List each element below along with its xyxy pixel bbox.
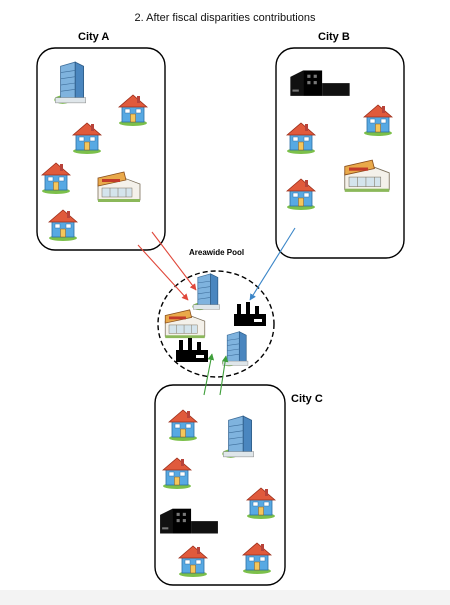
city-c-label: City C: [291, 393, 323, 405]
pool-label: Areawide Pool: [189, 248, 245, 257]
flow-arrow-city-c-to-pool: [219, 355, 229, 396]
city-a-label: City A: [78, 31, 110, 43]
flow-arrow-city-a-to-pool: [151, 231, 197, 291]
city-b-label: City B: [318, 31, 350, 43]
flow-arrow-city-a-to-pool: [137, 244, 189, 301]
page-bottom-band: [0, 590, 450, 605]
diagram-title: 2. After fiscal disparities contribution…: [134, 12, 316, 24]
flow-arrow-city-b-to-pool: [249, 227, 296, 301]
flow-arrow-city-c-to-pool: [203, 353, 215, 396]
